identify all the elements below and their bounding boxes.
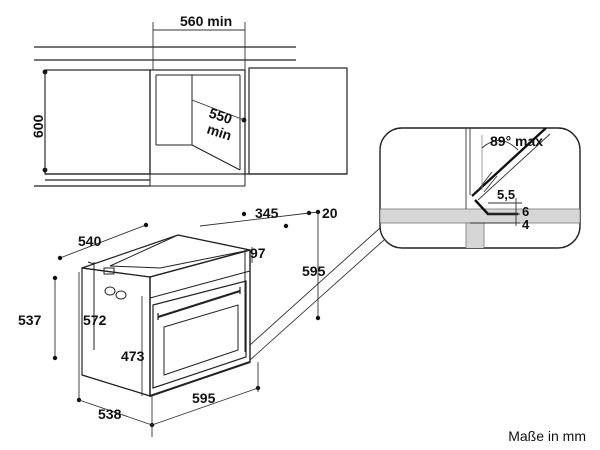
- niche-depth-dimension: 550 min: [191, 99, 245, 144]
- top-depth-label: 345: [255, 205, 279, 221]
- oven-body: [81, 234, 251, 397]
- niche-width-label: 560 min: [180, 13, 232, 29]
- body-height-label: 572: [83, 312, 107, 328]
- door-angle-label: 89° max: [490, 133, 543, 149]
- oven-width-label: 595: [192, 390, 216, 406]
- door-height-label: 473: [121, 348, 145, 364]
- gap-a-label: 5,5: [497, 187, 515, 202]
- oven-dimension-lines: [52, 209, 385, 437]
- side-height-label: 537: [18, 312, 42, 328]
- niche-width-dimension: 560 min: [152, 13, 246, 70]
- niche-depth-label-bottom: min: [205, 121, 234, 144]
- bottom-depth-label: 538: [98, 406, 122, 422]
- detail-view: 89° max 5,5 6 4: [379, 127, 581, 249]
- gap-b-label: 6: [522, 204, 529, 219]
- total-depth-label: 540: [78, 233, 102, 249]
- oven-height-label: 595: [302, 263, 326, 279]
- unit-label: Maße in mm: [508, 428, 586, 444]
- niche-depth-label-top: 550: [207, 105, 234, 128]
- gap-c-label: 4: [522, 217, 530, 232]
- cabinet-niche: [34, 46, 348, 187]
- niche-height-label: 600: [30, 114, 46, 138]
- front-panel-label: 97: [250, 245, 266, 261]
- rear-offset-label: 20: [322, 205, 338, 221]
- niche-height-dimension: 600: [30, 72, 46, 170]
